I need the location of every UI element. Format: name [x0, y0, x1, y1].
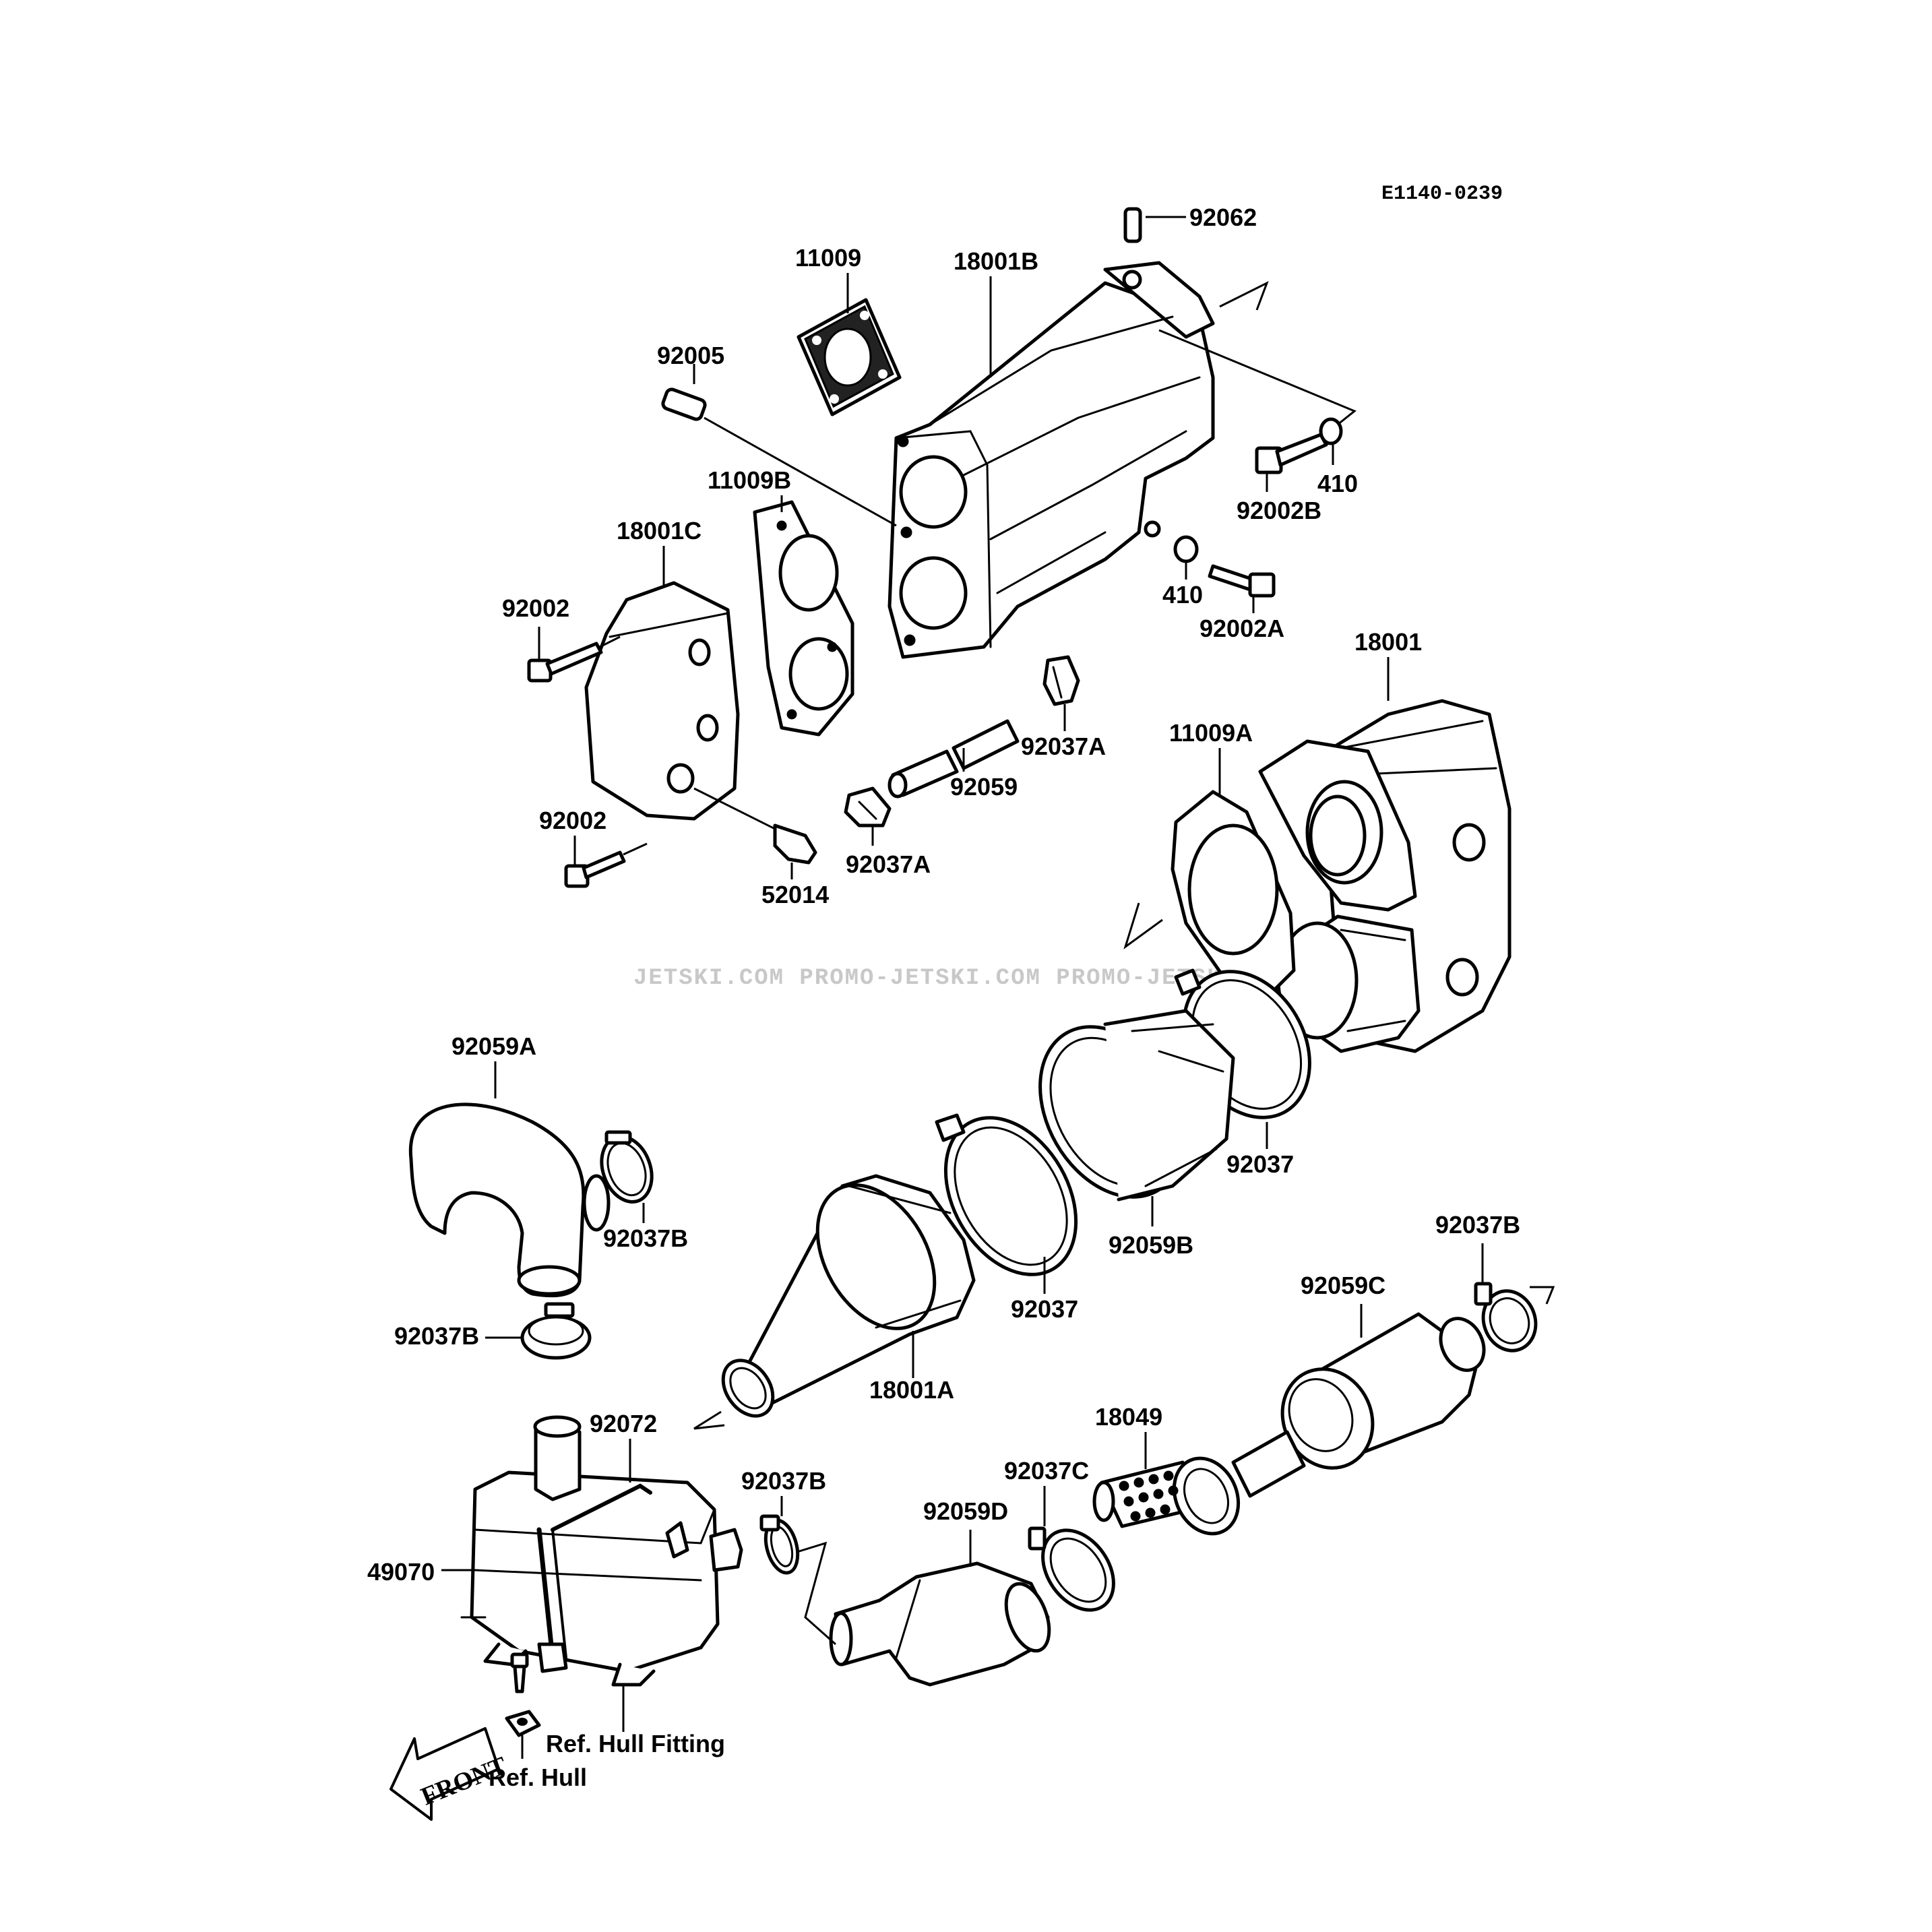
- part-18001A-cone: [721, 1174, 976, 1418]
- label-410-top: 410: [1317, 470, 1358, 497]
- front-direction-arrow: FRONT: [389, 1727, 511, 1821]
- part-49070-muffler: [441, 1415, 743, 1687]
- label-92037-mid: 92037: [1011, 1295, 1078, 1323]
- part-92059C-pipe: [1231, 1304, 1486, 1498]
- part-92059-hose: [887, 719, 1020, 799]
- part-52014-fitting: [773, 823, 817, 879]
- part-92037B-clamp-muffler: [759, 1496, 800, 1575]
- label-92037B-left: 92037B: [603, 1224, 688, 1252]
- arrow-92037B-right: [1530, 1286, 1555, 1305]
- label-49070: 49070: [367, 1558, 435, 1586]
- label-92005: 92005: [657, 342, 724, 369]
- part-92002-bolt-top: [527, 627, 621, 683]
- part-92037A-clamp-bottom: [844, 786, 892, 846]
- label-92037A-top: 92037A: [1021, 733, 1106, 760]
- label-52014: 52014: [761, 881, 829, 908]
- part-92059A-elbow: [408, 1061, 611, 1298]
- part-92037B-clamp-elbow: [600, 1130, 654, 1223]
- leader-muffler-92059D: [781, 1541, 836, 1646]
- part-92005-stud: [661, 364, 897, 527]
- label-92059: 92059: [950, 773, 1018, 801]
- part-hull-fitting-bolt: [505, 1652, 625, 1759]
- label-18001A: 18001A: [869, 1376, 954, 1404]
- label-18001: 18001: [1354, 628, 1422, 656]
- label-11009: 11009: [795, 244, 861, 272]
- label-92037A-bottom: 92037A: [846, 850, 931, 878]
- part-18049-screen: [1092, 1432, 1241, 1536]
- part-92002B-bolt: [1255, 433, 1328, 492]
- label-92037B-muffler: 92037B: [741, 1467, 826, 1495]
- part-92037B-clamp-low: [485, 1302, 592, 1360]
- label-92059D: 92059D: [923, 1497, 1008, 1525]
- label-18049: 18049: [1095, 1403, 1162, 1431]
- label-92059B: 92059B: [1109, 1231, 1193, 1259]
- part-18001-housing: [1258, 657, 1512, 1053]
- part-92037C-clamp: [1028, 1486, 1115, 1612]
- part-92062-plug: [1123, 207, 1186, 243]
- label-92037C: 92037C: [1004, 1457, 1089, 1485]
- arrow-18001A-ref: [693, 1410, 725, 1430]
- label-92037B-left-low: 92037B: [394, 1322, 479, 1350]
- part-92072-strap: [536, 1439, 689, 1673]
- screen-holes: [1119, 1470, 1179, 1522]
- part-92037B-clamp-right: [1474, 1243, 1538, 1352]
- label-92002A: 92002A: [1199, 615, 1284, 642]
- label-92002-top: 92002: [502, 594, 569, 622]
- diagram-code: E1140-0239: [1381, 183, 1503, 206]
- label-18001B: 18001B: [954, 247, 1038, 275]
- arrow-18001B-ref: [1219, 280, 1269, 311]
- part-92037A-clamp-top: [1042, 655, 1080, 731]
- label-410-bottom: 410: [1162, 581, 1203, 609]
- arrow-11009A-ref: [1123, 902, 1163, 949]
- ref-hull: Ref. Hull: [489, 1764, 587, 1791]
- label-11009A: 11009A: [1169, 719, 1253, 747]
- part-92059D-hose: [829, 1530, 1051, 1687]
- label-92002B: 92002B: [1237, 497, 1321, 524]
- part-92037-clamp-mid: [935, 1113, 1078, 1294]
- part-92002-bolt-bottom: [564, 836, 648, 888]
- label-92037-right: 92037: [1226, 1150, 1294, 1178]
- label-11009B: 11009B: [708, 466, 791, 494]
- label-92059A: 92059A: [451, 1032, 536, 1060]
- part-410-washer-top: [1319, 417, 1343, 465]
- part-11009B-gasket: [753, 495, 854, 737]
- part-11009A-gasket: [1171, 748, 1296, 999]
- part-92002A-bolt: [1208, 564, 1276, 613]
- label-92072: 92072: [590, 1410, 657, 1437]
- ref-hull-fitting: Ref. Hull Fitting: [546, 1730, 725, 1757]
- label-92037B-right: 92037B: [1435, 1211, 1520, 1239]
- part-410-washer-bottom: [1173, 535, 1199, 580]
- part-92059B-boot: [1038, 1009, 1235, 1226]
- part-18001C-cover: [584, 546, 789, 837]
- part-11009-gasket: [797, 273, 902, 416]
- label-18001C: 18001C: [617, 517, 702, 544]
- label-92002-bottom: 92002: [539, 807, 606, 834]
- label-92062: 92062: [1189, 204, 1257, 231]
- part-18001B-manifold: [887, 261, 1215, 659]
- label-92059C: 92059C: [1301, 1272, 1385, 1299]
